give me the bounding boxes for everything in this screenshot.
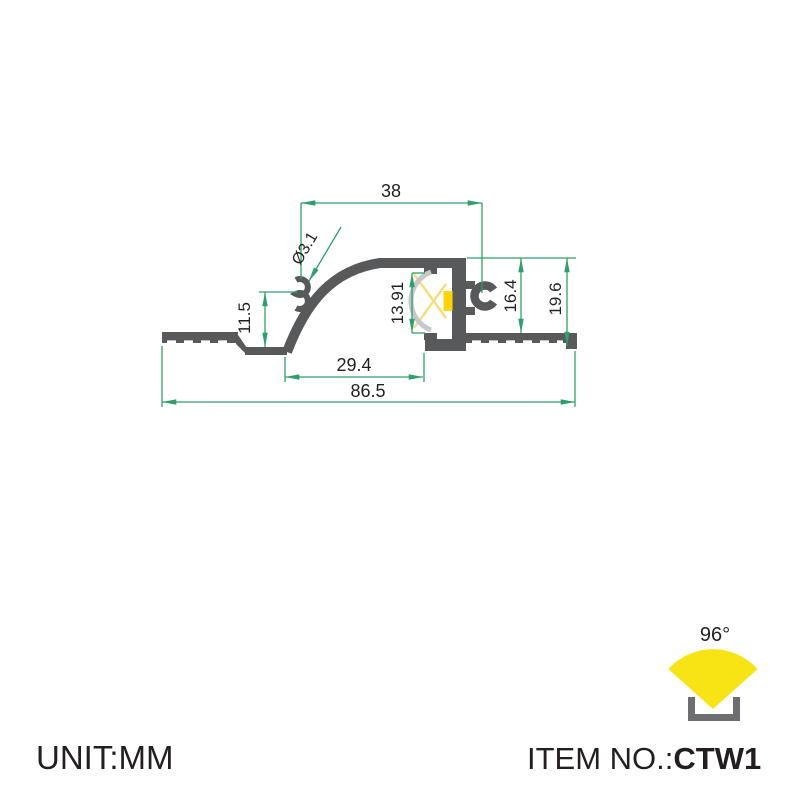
beam-channel-icon [688, 697, 740, 721]
dim-top-width-label: 38 [381, 181, 401, 201]
item-no-prefix: ITEM NO.: [527, 741, 673, 776]
dimension-lines [161, 200, 576, 407]
beam-angle-label: 96° [700, 624, 730, 646]
right-wall [452, 258, 466, 350]
right-boss-lower-tab [466, 307, 475, 315]
unit-label: UNIT:MM [36, 739, 173, 776]
dim-left-step-height-label: 11.5 [235, 302, 254, 334]
item-no-label: ITEM NO.:CTW1 [527, 741, 761, 776]
dim-right-inner-height-label: 16.4 [501, 279, 520, 312]
left-flange [162, 332, 238, 343]
right-flange [466, 333, 568, 343]
right-boss-upper-tab [466, 281, 475, 289]
dim-channel-inner-height-label: 13.91 [388, 282, 407, 325]
profile-cross-section [162, 258, 577, 355]
dim-hole-leader [308, 226, 342, 282]
led-assembly [408, 269, 453, 333]
left-lower-bar [245, 347, 287, 355]
beam-angle-icon: 96° [668, 624, 758, 721]
left-step [236, 332, 247, 355]
dim-hole-diameter-label: Ø3.1 [289, 229, 321, 268]
diffuser-bottom-lip [424, 333, 437, 340]
left-screw-boss [289, 276, 311, 312]
dim-right-overall-height-label: 19.6 [546, 282, 565, 315]
item-no-value: CTW1 [673, 741, 761, 776]
beam-fan-icon [668, 649, 758, 709]
diffuser-cover [408, 269, 432, 333]
curved-wing [282, 258, 461, 354]
right-screw-boss [470, 281, 498, 311]
dim-recess-width-label: 29.4 [336, 355, 371, 375]
footer-labels: UNIT:MM ITEM NO.:CTW1 [36, 739, 761, 776]
right-flange-end-bead [566, 333, 577, 349]
dim-overall-width-label: 86.5 [350, 381, 385, 401]
led-strip [443, 291, 453, 311]
channel-bottom [425, 339, 466, 351]
